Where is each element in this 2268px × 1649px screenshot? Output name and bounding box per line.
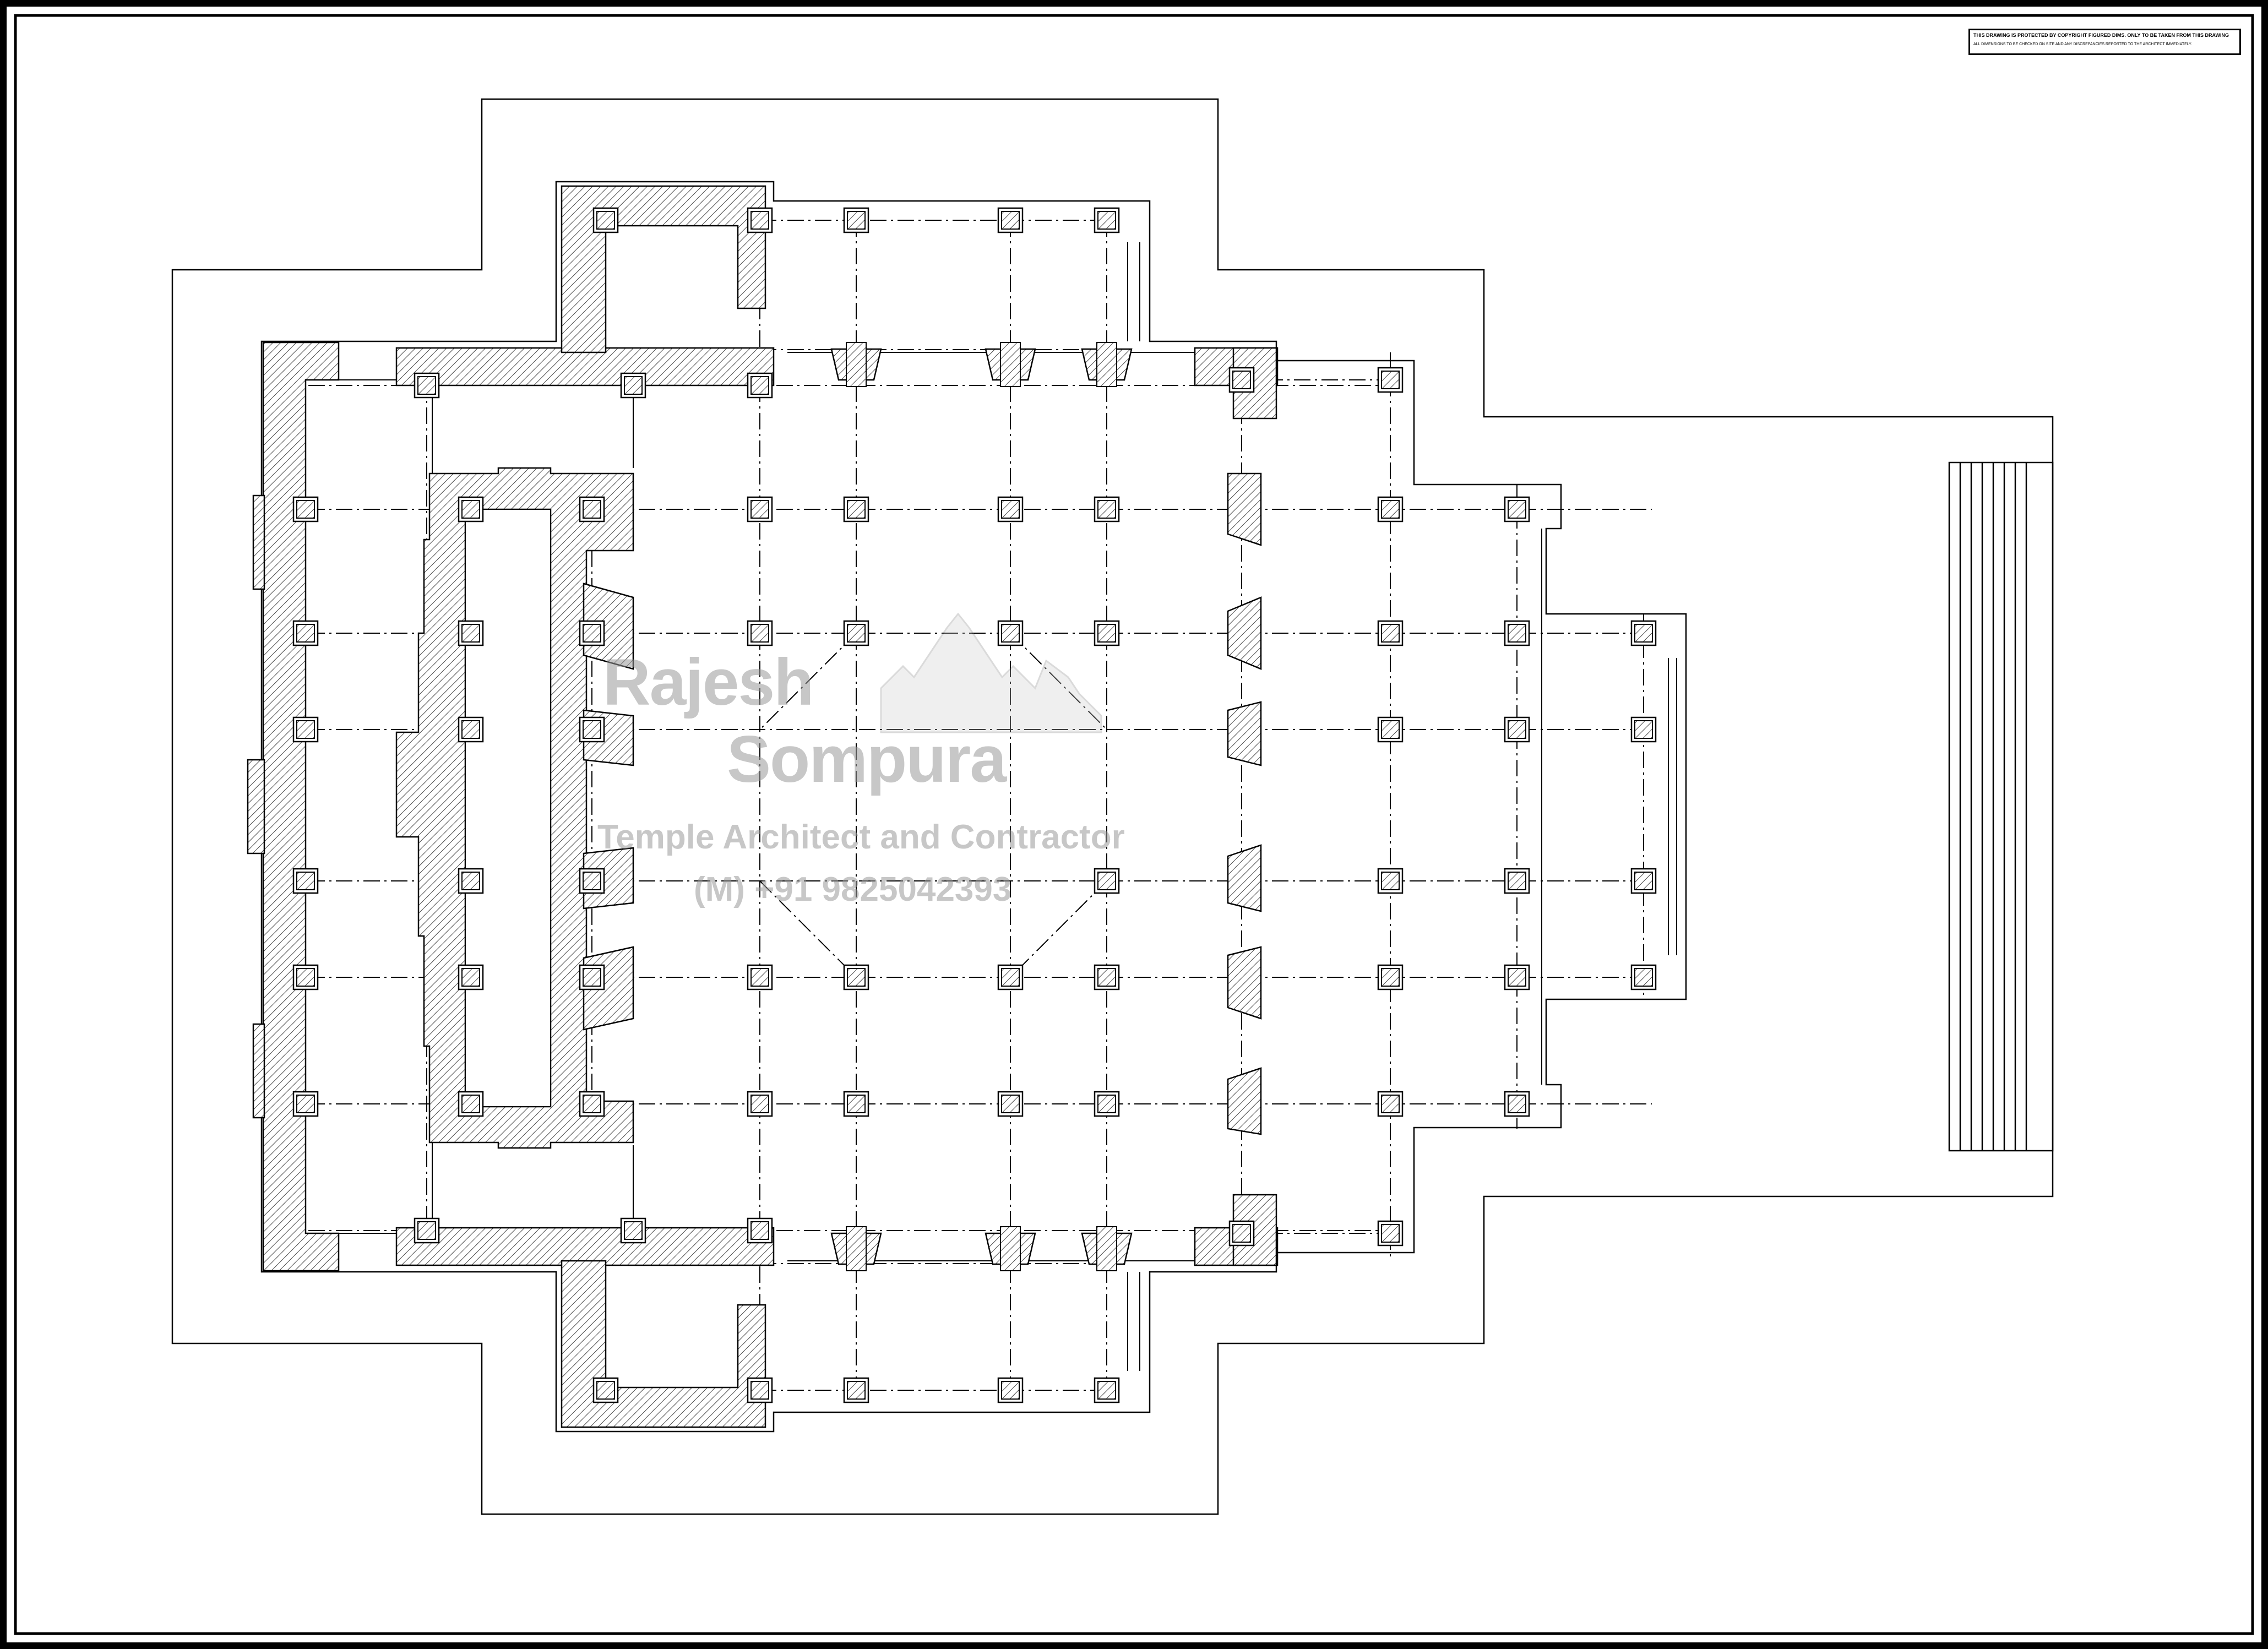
watermark-phone: (M) +91 9825042393 xyxy=(694,870,1012,908)
outer-walls xyxy=(247,185,1279,1428)
copyright-note-line2: ALL DIMENSIONS TO BE CHECKED ON SITE AND… xyxy=(1973,42,2192,46)
plinth-outline xyxy=(171,98,2054,1515)
wall-pillar xyxy=(830,341,882,388)
wall-pillar xyxy=(1081,341,1133,388)
copyright-note-line1: THIS DRAWING IS PROTECTED BY COPYRIGHT F… xyxy=(1973,32,2229,38)
floor-outline xyxy=(260,181,1687,1433)
sanctum-interior xyxy=(465,509,551,1107)
wall-pillar xyxy=(1081,1226,1133,1272)
temple-shikhara-icon xyxy=(880,612,1102,733)
watermark-name-line2: Sompura xyxy=(727,722,1007,796)
mandapa-wall-pillars xyxy=(1227,472,1262,1135)
sanctum-openings xyxy=(583,583,634,1031)
entrance-steps xyxy=(1948,461,2054,1152)
watermark-title: Temple Architect and Contractor xyxy=(597,818,1125,856)
wall-pillar xyxy=(830,1226,882,1272)
wall-pillar xyxy=(985,341,1036,388)
copyright-note: THIS DRAWING IS PROTECTED BY COPYRIGHT F… xyxy=(1968,29,2241,55)
wall-pillar xyxy=(985,1226,1036,1272)
watermark-name-line1: Rajesh xyxy=(603,645,814,719)
